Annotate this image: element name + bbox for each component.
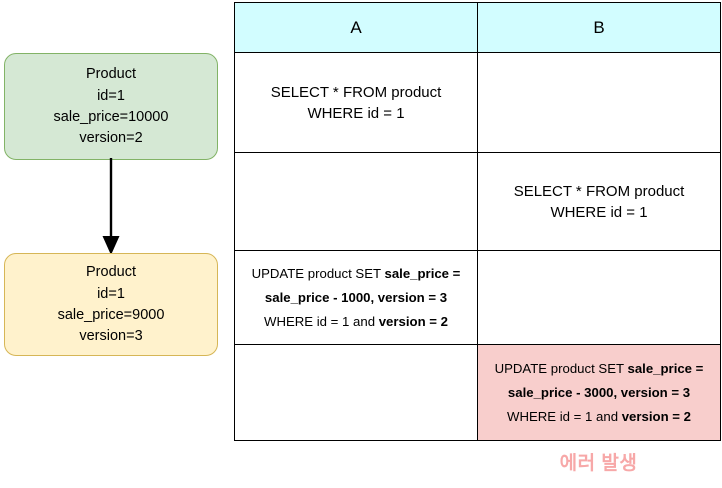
cell-a-select: SELECT * FROM product WHERE id = 1 bbox=[234, 52, 478, 153]
cell-a-update-version-predicate: version = 2 bbox=[378, 313, 448, 329]
cell-b-empty-row3 bbox=[477, 250, 721, 345]
cell-a-select-line2: WHERE id = 1 bbox=[307, 104, 405, 122]
cell-a-update-where: WHERE id = 1 and bbox=[264, 313, 379, 329]
cell-a-select-line1: SELECT * FROM product bbox=[270, 83, 442, 101]
product-after-sale-price: sale_price=9000 bbox=[57, 307, 165, 323]
cell-b-update-set-clause: sale_price = sale_price - 3000, version … bbox=[507, 360, 704, 400]
cell-a-update-prefix: UPDATE product SET bbox=[251, 265, 385, 281]
cell-b-update-version-predicate: version = 2 bbox=[621, 408, 691, 424]
cell-b-update-prefix: UPDATE product SET bbox=[494, 360, 628, 376]
product-after-version: version=3 bbox=[79, 328, 143, 344]
cell-a-update-set-clause: sale_price = sale_price - 1000, version … bbox=[264, 265, 461, 305]
cell-a-update: UPDATE product SET sale_price = sale_pri… bbox=[234, 250, 478, 345]
cell-b-update-where: WHERE id = 1 and bbox=[507, 408, 622, 424]
product-state-before: Product id=1 sale_price=10000 version=2 bbox=[4, 53, 218, 160]
cell-a-empty-row4 bbox=[234, 344, 478, 441]
product-before-version: version=2 bbox=[79, 130, 143, 146]
transaction-table: A B SELECT * FROM product WHERE id = 1 S… bbox=[234, 2, 721, 441]
table-row: UPDATE product SET sale_price = sale_pri… bbox=[234, 250, 721, 345]
state-flow-diagram: Product id=1 sale_price=10000 version=2 … bbox=[0, 0, 230, 488]
cell-b-select-line1: SELECT * FROM product bbox=[513, 182, 685, 200]
product-before-id: id=1 bbox=[97, 88, 125, 104]
table-row: SELECT * FROM product WHERE id = 1 bbox=[234, 52, 721, 153]
cell-b-update-error: UPDATE product SET sale_price = sale_pri… bbox=[477, 344, 721, 441]
cell-b-empty-row1 bbox=[477, 52, 721, 153]
product-before-sale-price: sale_price=10000 bbox=[53, 109, 169, 125]
down-arrow-icon bbox=[102, 158, 120, 255]
table-header-row: A B bbox=[234, 2, 721, 53]
table-row: UPDATE product SET sale_price = sale_pri… bbox=[234, 344, 721, 441]
column-header-b: B bbox=[477, 2, 721, 53]
table-row: SELECT * FROM product WHERE id = 1 bbox=[234, 152, 721, 251]
product-after-title: Product bbox=[86, 264, 136, 280]
product-before-title: Product bbox=[86, 66, 136, 82]
product-state-after: Product id=1 sale_price=9000 version=3 bbox=[4, 253, 218, 356]
product-after-id: id=1 bbox=[97, 286, 125, 302]
column-header-a: A bbox=[234, 2, 478, 53]
cell-b-select-line2: WHERE id = 1 bbox=[550, 203, 648, 221]
cell-a-empty-row2 bbox=[234, 152, 478, 251]
cell-b-select: SELECT * FROM product WHERE id = 1 bbox=[477, 152, 721, 251]
error-caption: 에러 발생 bbox=[559, 453, 638, 474]
